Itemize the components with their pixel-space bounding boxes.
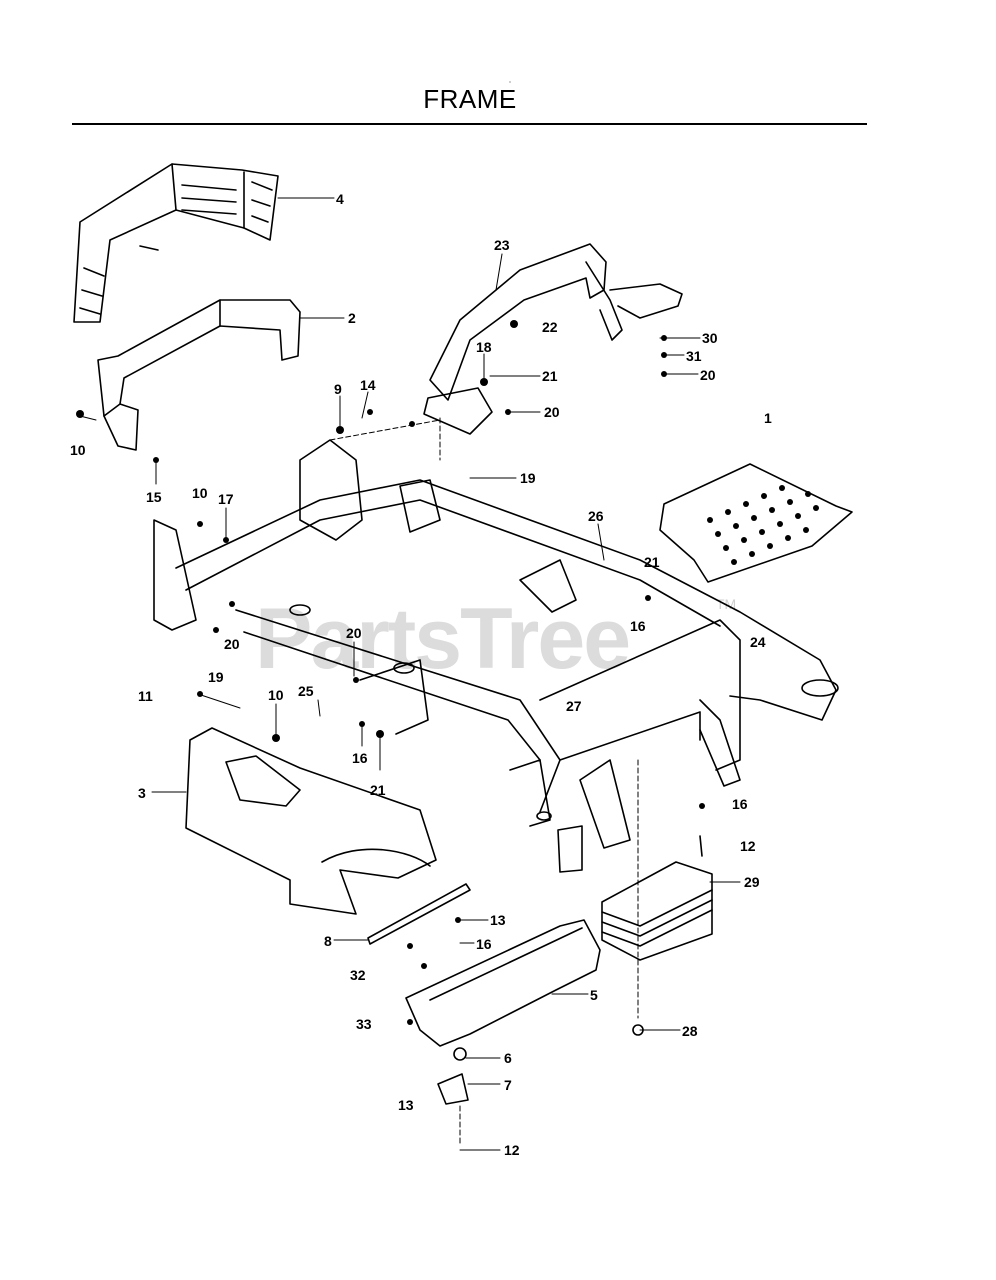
callout: 12 bbox=[504, 1142, 520, 1158]
callout: 24 bbox=[750, 634, 766, 650]
callout: 10 bbox=[70, 442, 86, 458]
callout: 19 bbox=[520, 470, 536, 486]
part-floor-plate bbox=[659, 463, 853, 583]
callout: 27 bbox=[566, 698, 582, 714]
callout: 13 bbox=[398, 1097, 414, 1113]
watermark: PartsTree bbox=[255, 591, 631, 687]
title-rule bbox=[72, 123, 867, 125]
part-weight-stack bbox=[601, 835, 713, 1036]
callout: 21 bbox=[644, 554, 660, 570]
callout: 21 bbox=[370, 782, 386, 798]
callout: 16 bbox=[352, 750, 368, 766]
callout: 5 bbox=[590, 987, 598, 1003]
callout: 10 bbox=[268, 687, 284, 703]
part-footrest-pan bbox=[185, 727, 437, 915]
callout: 7 bbox=[504, 1077, 512, 1093]
callout: 16 bbox=[476, 936, 492, 952]
callout: 13 bbox=[490, 912, 506, 928]
callout: 1 bbox=[764, 410, 772, 426]
part-rear-shield bbox=[73, 163, 279, 323]
callout: 25 bbox=[298, 683, 314, 699]
callout: 10 bbox=[192, 485, 208, 501]
callout: 18 bbox=[476, 339, 492, 355]
callout: 28 bbox=[682, 1023, 698, 1039]
part-rear-frame-arm bbox=[423, 243, 683, 435]
hardware-fasteners bbox=[76, 320, 705, 1025]
callout: 26 bbox=[588, 508, 604, 524]
callout: 33 bbox=[356, 1016, 372, 1032]
callout: 11 bbox=[138, 688, 153, 704]
callout: 20 bbox=[544, 404, 560, 420]
callout: 14 bbox=[360, 377, 376, 393]
callout: 20 bbox=[700, 367, 716, 383]
callout: 32 bbox=[350, 967, 366, 983]
part-strip bbox=[367, 883, 471, 945]
callout: 15 bbox=[146, 489, 162, 505]
page-title: FRAME bbox=[423, 84, 517, 114]
callout: 22 bbox=[542, 319, 558, 335]
callout: 29 bbox=[744, 874, 760, 890]
callout: 30 bbox=[702, 330, 718, 346]
callout: 16 bbox=[630, 618, 646, 634]
callout: 3 bbox=[138, 785, 146, 801]
part-front-cover bbox=[405, 919, 601, 1105]
part-bumper-bracket bbox=[97, 299, 301, 451]
callout: 23 bbox=[494, 237, 510, 253]
callout: 21 bbox=[542, 368, 558, 384]
callout: 9 bbox=[334, 381, 342, 397]
callout: 20 bbox=[224, 636, 240, 652]
callout: 2 bbox=[348, 310, 356, 326]
callout: 17 bbox=[218, 491, 234, 507]
callout: 6 bbox=[504, 1050, 512, 1066]
leader-lines bbox=[79, 81, 741, 1151]
callout-labels: 1 2 3 4 5 6 7 8 9 10 10 10 11 12 12 13 1… bbox=[70, 191, 772, 1158]
part-main-frame bbox=[153, 439, 839, 873]
callout: 8 bbox=[324, 933, 332, 949]
callout: 20 bbox=[346, 625, 362, 641]
callout: 31 bbox=[686, 348, 702, 364]
callout: 4 bbox=[336, 191, 344, 207]
callout: 16 bbox=[732, 796, 748, 812]
callout: 12 bbox=[740, 838, 756, 854]
callout: 19 bbox=[208, 669, 224, 685]
